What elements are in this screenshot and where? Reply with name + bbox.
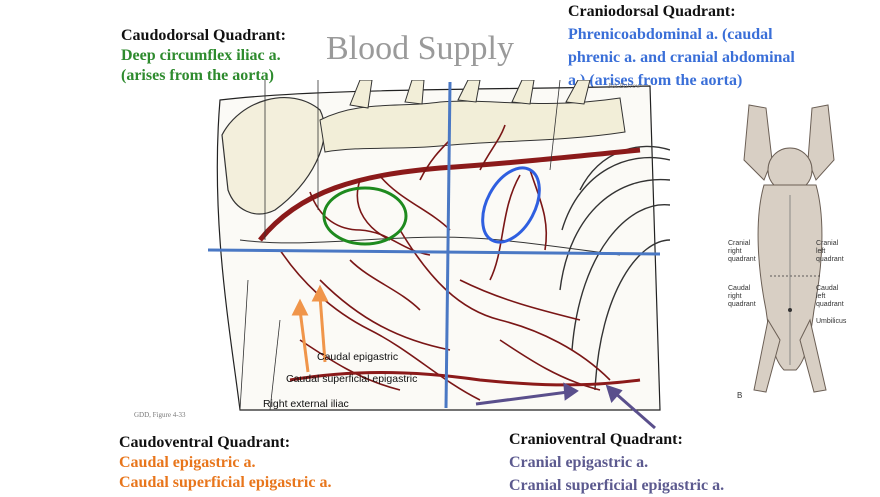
caudoventral-quadrant-caption: Caudoventral Quadrant: Caudal epigastric…	[119, 433, 331, 493]
orange-arrow-head-2	[311, 284, 329, 302]
horizontal-divider	[207, 248, 661, 256]
caudodorsal-line-2: (arises from the aorta)	[121, 67, 274, 84]
craniodorsal-line-2: phrenic a. and cranial abdominal	[568, 49, 795, 66]
cranioventral-heading: Cranioventral Quadrant:	[509, 431, 683, 448]
purple-arrow-head-2	[605, 384, 623, 403]
page-title: Blood Supply	[326, 30, 514, 67]
cranioventral-line-1: Cranial epigastric a.	[509, 454, 649, 471]
purple-arrows	[475, 382, 656, 430]
craniodorsal-ellipse	[481, 166, 541, 244]
abdominal-wall-line	[239, 236, 621, 256]
abdomen-outline	[216, 85, 661, 411]
vertebral-column	[319, 80, 626, 153]
caudodorsal-quadrant-caption: Caudodorsal Quadrant: Deep circumflex il…	[121, 26, 286, 86]
umbilicus-dot	[788, 308, 792, 312]
vertical-divider	[444, 81, 452, 409]
dog-label-umbilicus: Umbilicus	[816, 318, 847, 325]
craniodorsal-line-1: Phrenicoabdominal a. (caudal	[568, 26, 773, 43]
label-caudal-epigastric: Caudal epigastric	[317, 351, 399, 363]
caudoventral-line-2: Caudal superficial epigastric a.	[119, 474, 332, 491]
cranioventral-line-2: Cranial superficial epigastric a.	[509, 477, 725, 494]
label-caudal-superficial-epigastric: Caudal superficial epigastric	[286, 373, 418, 385]
caudoventral-heading: Caudoventral Quadrant:	[119, 434, 291, 451]
pelvis-bone	[221, 96, 325, 215]
purple-arrow-head-1	[563, 382, 579, 401]
caudoventral-line-1: Caudal epigastric a.	[119, 454, 256, 471]
dog-ventral-view-figure	[743, 104, 835, 393]
ventral-epigastric-vessel	[289, 371, 641, 387]
caudodorsal-circle	[322, 186, 408, 246]
orange-arrows	[291, 284, 329, 373]
caudodorsal-line-1: Deep circumflex iliac a.	[121, 47, 281, 64]
orange-arrow-head-1	[291, 298, 309, 316]
craniodorsal-quadrant-caption: Craniodorsal Quadrant: Phrenicoabdominal…	[568, 1, 795, 92]
leader-lines	[239, 80, 561, 411]
aorta	[258, 147, 641, 242]
figure-credit: GDD, Figure 4-33	[134, 411, 186, 419]
artist-signature: Pat Barrow	[608, 82, 641, 90]
dog-panel-letter: B	[737, 391, 743, 400]
craniodorsal-heading: Craniodorsal Quadrant:	[568, 3, 736, 20]
cranioventral-quadrant-caption: Cranioventral Quadrant: Cranial epigastr…	[509, 429, 724, 497]
craniodorsal-line-3: a.) (arises from the aorta)	[568, 72, 743, 89]
caudodorsal-heading: Caudodorsal Quadrant:	[121, 27, 286, 44]
abdominal-blood-supply-illustration	[216, 80, 670, 411]
label-right-external-iliac: Right external iliac	[263, 398, 349, 410]
